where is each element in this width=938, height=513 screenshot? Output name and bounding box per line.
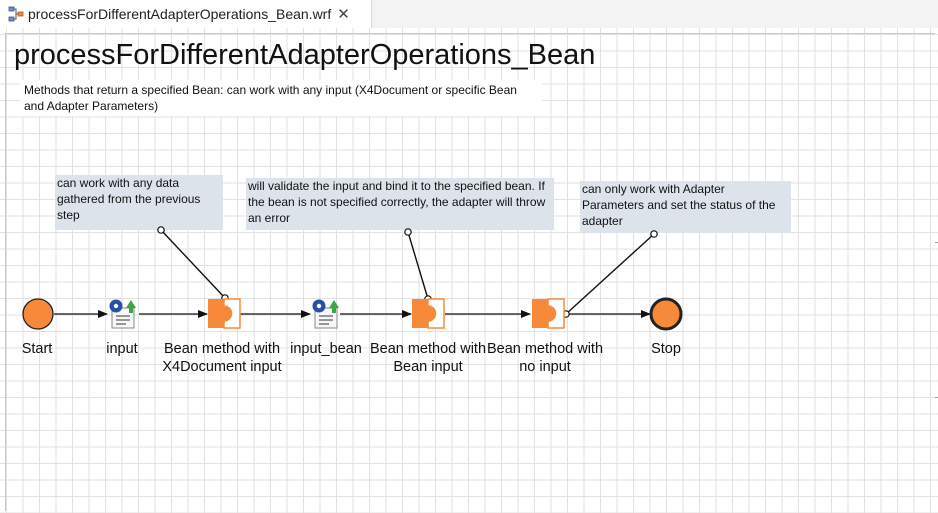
bean-method-icon (532, 299, 548, 328)
node-label-input: input (106, 341, 138, 357)
bean-method-node-bean-input[interactable] (412, 298, 445, 329)
tab-workflow-file[interactable]: processForDifferentAdapterOperations_Bea… (0, 0, 372, 28)
note-link-handle[interactable] (157, 226, 165, 234)
arrow-up-icon (329, 300, 339, 313)
bean-method-icon (208, 299, 224, 328)
bean-method-icon (412, 299, 428, 328)
adapter-node-input[interactable] (109, 299, 137, 329)
note-link (160, 229, 226, 299)
stop-circle-icon[interactable] (649, 297, 683, 331)
note-link (565, 233, 655, 315)
tab-title: processForDifferentAdapterOperations_Bea… (28, 6, 332, 22)
stop-node[interactable] (649, 297, 683, 331)
note-link-handle[interactable] (650, 230, 658, 238)
note-link-handle[interactable] (404, 228, 412, 236)
node-label-input-bean: input_bean (290, 341, 362, 357)
canvas-edge-marker (935, 242, 938, 243)
node-label-start: Start (21, 341, 53, 357)
close-icon[interactable]: ✕ (337, 5, 350, 23)
start-circle-icon[interactable] (22, 298, 54, 330)
diagram-title: processForDifferentAdapterOperations_Bea… (14, 39, 596, 71)
bean-method-node-x4document[interactable] (208, 298, 241, 329)
editor-tab-bar: processForDifferentAdapterOperations_Bea… (0, 0, 938, 29)
node-label-bean-no-input: Bean method with no input (486, 341, 604, 375)
adapter-node-input-bean[interactable] (312, 299, 340, 329)
node-label-bean-x4document: Bean method with X4Document input (162, 341, 282, 375)
node-label-stop: Stop (651, 341, 681, 357)
workflow-file-icon (8, 6, 24, 22)
workflow-canvas[interactable]: processForDifferentAdapterOperations_Bea… (0, 28, 938, 513)
node-label-bean-bean-input: Bean method with Bean input (369, 341, 487, 375)
canvas-edge-marker (935, 397, 938, 398)
diagram-description: Methods that return a specified Bean: ca… (20, 80, 542, 116)
bean-method-node-no-input[interactable] (532, 298, 565, 329)
canvas-frame (5, 33, 935, 511)
note-link (407, 231, 429, 300)
note-validate-bean[interactable]: will validate the input and bind it to t… (246, 178, 554, 230)
arrow-up-icon (126, 300, 136, 313)
note-any-data[interactable]: can work with any data gathered from the… (55, 175, 223, 230)
start-node[interactable] (22, 298, 54, 330)
note-adapter-parameters[interactable]: can only work with Adapter Parameters an… (580, 181, 791, 233)
workflow-connections (22, 226, 683, 331)
